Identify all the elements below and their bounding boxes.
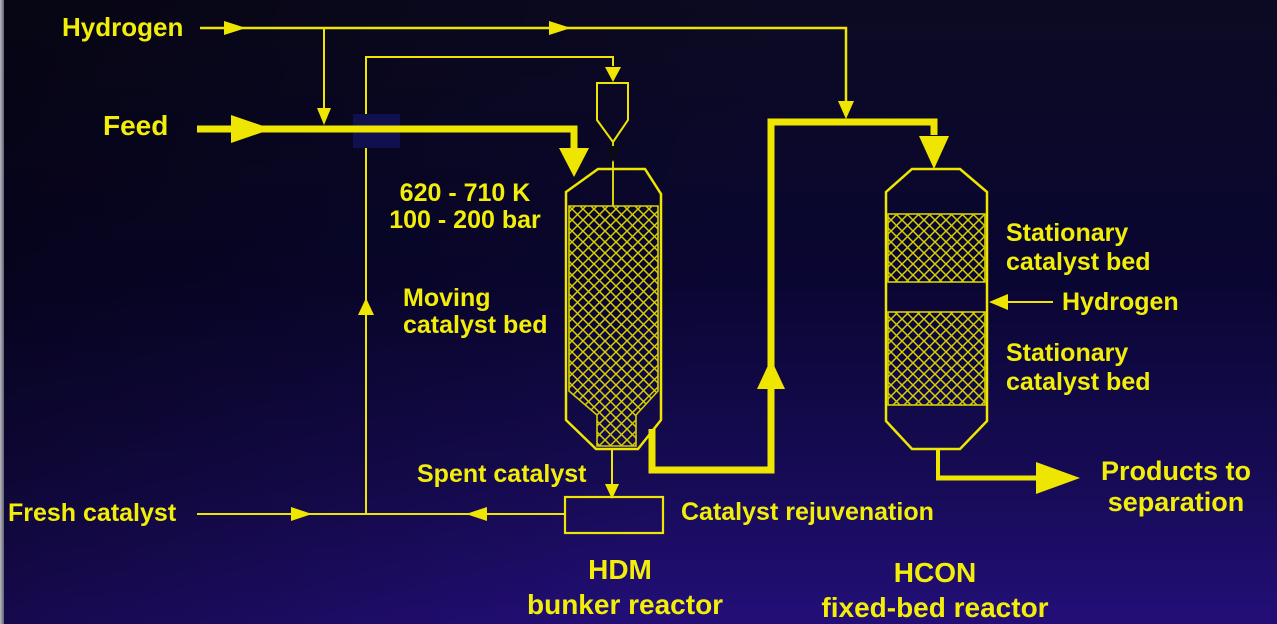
catalyst-riser-pipe <box>358 56 621 513</box>
feed-label: Feed <box>103 110 169 141</box>
products-outlet-pipe <box>936 449 1080 494</box>
catalyst-rejuvenation-box <box>563 495 665 535</box>
hcon-lower-catalyst-bed <box>887 311 986 406</box>
hydrogen-top-label: Hydrogen <box>62 12 184 42</box>
spent-catalyst-pipe <box>605 449 619 499</box>
arrow-down-icon <box>605 484 619 499</box>
fresh-catalyst-label: Fresh catalyst <box>8 499 177 527</box>
hdm-to-hcon-pipe <box>648 118 949 474</box>
arrow-right-icon <box>1036 462 1080 494</box>
hydrogen-side-label: Hydrogen <box>1062 288 1179 316</box>
arrow-down-icon <box>605 67 621 82</box>
stationary-bed-upper-label: Stationary catalyst bed <box>1006 219 1151 276</box>
hdm-bunker-reactor <box>564 167 663 451</box>
arrow-down-icon <box>605 146 621 162</box>
hcon-upper-catalyst-bed <box>887 213 986 283</box>
hdm-moving-catalyst-bed <box>568 205 659 447</box>
hydrogen-top-pipe <box>200 21 854 125</box>
arrow-down-icon <box>838 101 854 119</box>
arrow-left-icon <box>466 507 487 521</box>
feed-pipe <box>197 115 589 177</box>
catalyst-hopper <box>596 82 629 206</box>
arrow-down-icon <box>559 148 589 177</box>
arrow-left-icon <box>989 294 1008 310</box>
hydrogen-quench-pipe <box>989 294 1053 310</box>
fresh-catalyst-pipe <box>197 507 565 521</box>
arrow-down-icon <box>317 108 331 125</box>
hdm-vessel-shell <box>564 167 663 451</box>
arrow-right-icon <box>291 507 312 521</box>
operating-conditions-label: 620 - 710 K 100 - 200 bar <box>372 180 558 234</box>
slide-left-edge <box>0 0 4 624</box>
temperature-range: 620 - 710 K <box>399 179 531 207</box>
products-to-separation-label: Products to separation <box>1100 456 1251 517</box>
stationary-bed-lower-label: Stationary catalyst bed <box>1006 339 1151 396</box>
catalyst-rejuvenation-label: Catalyst rejuvenation <box>681 498 934 526</box>
arrow-right-icon <box>549 21 571 35</box>
arrow-down-icon <box>919 136 949 169</box>
pressure-range: 100 - 200 bar <box>389 206 541 234</box>
hcon-reactor-label: HCON fixed-bed reactor <box>821 557 1049 623</box>
arrow-right-icon <box>224 21 246 35</box>
arrow-up-icon <box>358 298 374 315</box>
hcon-fixed-bed-reactor <box>884 167 989 451</box>
hdm-reactor-label: HDM bunker reactor <box>527 554 724 620</box>
moving-catalyst-bed-label: Moving catalyst bed <box>403 284 548 339</box>
arrow-right-icon <box>231 115 272 143</box>
spent-catalyst-label: Spent catalyst <box>417 460 587 488</box>
arrow-up-icon <box>757 359 785 389</box>
hcon-vessel-shell <box>884 167 989 451</box>
